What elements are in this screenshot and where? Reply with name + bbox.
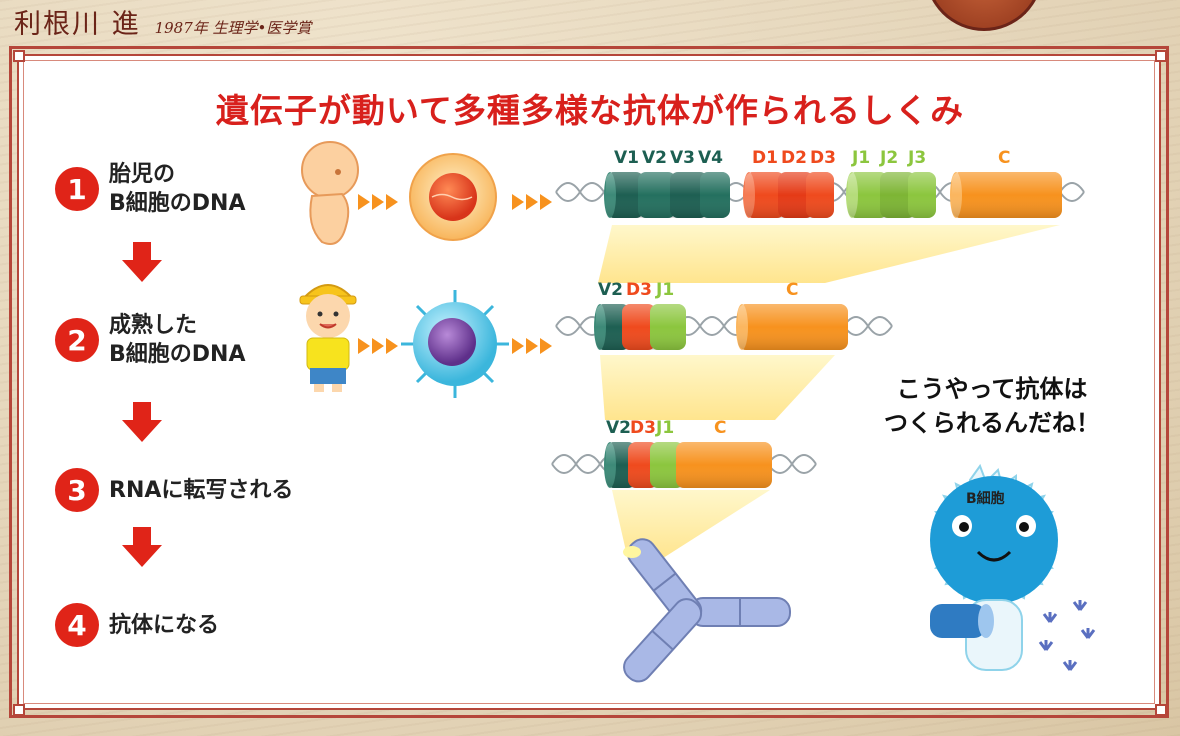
gene-label: C: [786, 280, 799, 300]
frame-corner: [1155, 704, 1167, 716]
b-cell-label: B細胞: [966, 491, 1005, 507]
step-1: 1 胎児の B細胞のDNA: [55, 160, 245, 218]
mature-b-cell-icon: [401, 290, 509, 398]
gene-label: C: [998, 148, 1011, 168]
outer-frame: [9, 46, 1169, 718]
gene-label: V3: [670, 148, 695, 168]
fetus-icon: [301, 141, 359, 245]
b-cell-egg-icon: [409, 153, 497, 241]
d-gene-segments: [743, 172, 834, 218]
step-line: 胎児の: [109, 162, 176, 187]
step-text: 成熟した B細胞のDNA: [109, 311, 245, 369]
step-3: 3 RNAに転写される: [55, 468, 293, 512]
step-line: 成熟した: [109, 313, 198, 338]
laureate-name: 利根川 進: [14, 9, 141, 40]
gene-label: D1: [752, 148, 778, 168]
gene-label: V2: [606, 418, 631, 438]
gene-label: C: [714, 418, 727, 438]
gene-label: J1: [656, 280, 675, 300]
frame-corner: [13, 50, 25, 62]
gene-label: V2: [642, 148, 667, 168]
down-arrow-icon: [122, 527, 162, 567]
header: 利根川 進 1987年 生理学•医学賞: [14, 2, 311, 42]
step-line: B細胞のDNA: [109, 191, 246, 216]
zoom-funnel: [600, 355, 835, 420]
gene-label: D3: [630, 418, 656, 438]
gene-label: D3: [626, 280, 652, 300]
step-number: 4: [55, 603, 99, 647]
gene-label: J1: [852, 148, 871, 168]
gene-label: J2: [880, 148, 899, 168]
inner-panel: [17, 54, 1161, 710]
small-antibodies-icon: [1038, 600, 1096, 671]
chevron-arrows-icon: [358, 338, 552, 354]
step-line: B細胞のDNA: [109, 342, 246, 367]
down-arrow-icon: [122, 242, 162, 282]
frame-corner: [1155, 50, 1167, 62]
step-2: 2 成熟した B細胞のDNA: [55, 311, 245, 369]
v-gene-segments: [604, 172, 730, 218]
zoom-funnel: [598, 225, 1060, 283]
step-text: RNAに転写される: [109, 477, 294, 503]
step-text: 抗体になる: [109, 612, 220, 638]
b-cell-character: [930, 463, 1058, 671]
frame-corner: [13, 704, 25, 716]
speech-line: こうやって抗体は: [896, 375, 1088, 403]
gene-label: D3: [810, 148, 836, 168]
gene-label: V1: [614, 148, 639, 168]
speech-line: つくられるんだね！: [884, 409, 1100, 437]
mature-dna-segments: [594, 304, 848, 350]
diagram-title: 遺伝子が動いて多種多様な抗体が作られるしくみ: [215, 91, 965, 130]
gene-label: J3: [908, 148, 927, 168]
step-number: 1: [55, 167, 99, 211]
step-number: 2: [55, 318, 99, 362]
step-number: 3: [55, 468, 99, 512]
gene-label: D2: [781, 148, 807, 168]
gene-label: V4: [698, 148, 723, 168]
prize-year: 1987年 生理学•医学賞: [154, 19, 312, 37]
down-arrow-icon: [122, 402, 162, 442]
j-gene-segments: [846, 172, 936, 218]
c-gene-segment: [950, 172, 1062, 218]
speech-text: こうやって抗体は つくられるんだね！: [872, 372, 1112, 440]
gene-label: V2: [598, 280, 623, 300]
gene-label: J1: [656, 418, 675, 438]
child-icon: [299, 284, 357, 392]
chevron-arrows-icon: [358, 194, 552, 210]
inner-border: [23, 60, 1155, 704]
step-text: 胎児の B細胞のDNA: [109, 160, 245, 218]
step-4: 4 抗体になる: [55, 603, 219, 647]
antibody-icon: [623, 538, 791, 683]
rna-segments: [604, 442, 772, 488]
